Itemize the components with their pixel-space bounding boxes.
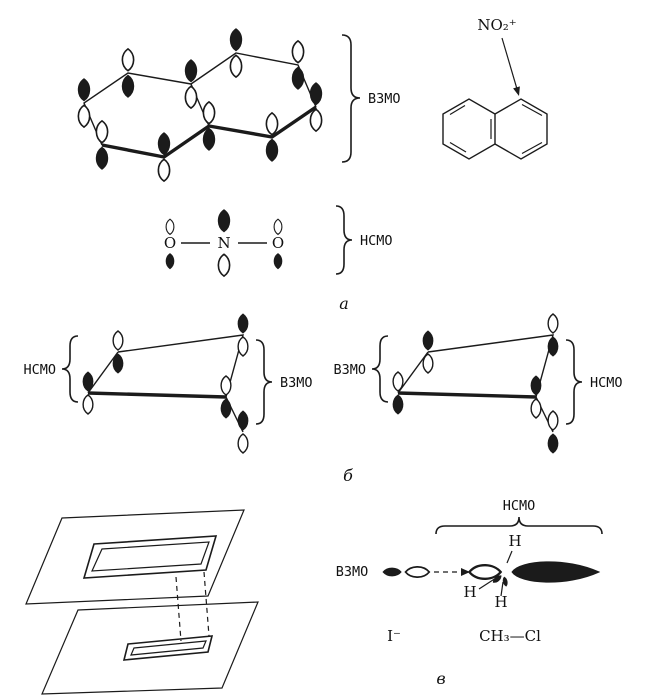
panel-a-caption: а [339,294,349,313]
c-h-bond [506,550,513,564]
left-brace [61,335,79,403]
lumo-overbrace [435,516,603,535]
lower-plane-bar-inner [130,640,207,656]
naphthalene-homo-skeleton [83,52,317,159]
sigma-star-lobe [511,561,601,583]
sn2-orbital-scheme: НСМО ВЗМО H H H I⁻ CH₃—Cl [336,498,603,645]
stacked-planes [25,509,259,695]
p-orbital-lobe [217,253,231,277]
right-brace [565,339,583,425]
homo-brace-label: ВЗМО [368,91,401,107]
double-bond [449,141,467,153]
orbital-lobe [382,567,402,577]
upper-plane [25,509,245,605]
panel-b-caption: б [343,466,353,485]
substrate-formula-label: CH₃—Cl [479,627,541,645]
homo-orbital-label: ВЗМО [336,564,369,580]
upper-plane-loop-inner [91,541,210,572]
left-brace [371,335,389,403]
p-orbital-lobe [217,209,231,233]
left-brace-label: НСМО [23,362,56,378]
nitronium-formula-label: NO₂⁺ [477,16,516,34]
projection-dashed-line [203,571,210,637]
double-bond [449,104,466,116]
orbital-lobe [404,565,431,579]
methyl-chloride-lumo-orbital: H H H [463,532,601,611]
lower-plane [41,601,259,695]
nitration-scheme: NO₂⁺ [442,16,548,160]
panel-b: НСМО ВЗМО ВЗМО НСМО б [23,314,623,485]
lumo-overbrace-label: НСМО [503,498,536,514]
hydrogen-label: H [463,583,476,601]
hydrogen-label: H [494,593,507,611]
double-bond [521,103,543,117]
nitronium-lumo: O N O [164,209,284,277]
hydrogen-label: H [508,532,521,550]
projection-dashed-line [175,576,182,642]
cycloaddition-diagram-right: ВЗМО НСМО [333,314,623,453]
atom-label-o-right: O [272,234,284,252]
panel-v: НСМО ВЗМО H H H I⁻ CH₃—Cl [25,498,603,695]
p-orbital-lobe [165,253,175,270]
homo-brace [341,34,361,163]
c-h-bond [478,577,497,590]
iodide-homo-orbital [382,565,431,579]
atom-label-n: N [217,234,230,252]
right-brace-label: ВЗМО [280,375,313,391]
p-orbital-lobe [165,218,175,235]
c-h-bond [500,581,504,597]
lumo-brace [335,205,353,275]
panel-v-caption: в [436,669,445,688]
atom-label-o-left: O [164,234,176,252]
attack-arrow [501,37,518,89]
left-brace-label: ВЗМО [333,362,366,378]
lumo-brace-label: НСМО [360,233,393,249]
p-orbital-lobe [273,218,283,235]
attack-dashed-arrow-head [461,568,470,576]
p-orbital-lobe [273,253,283,270]
panel-a: ВЗМО O N O НСМО NO₂⁺ [78,16,548,313]
upper-plane-loop-outer [82,535,218,579]
double-bond [521,141,543,155]
lower-plane-bar-outer [122,635,214,661]
right-brace-label: НСМО [590,375,623,391]
right-brace [255,339,273,425]
cycloaddition-diagram-left: НСМО ВЗМО [23,314,313,453]
iodide-formula-label: I⁻ [387,627,401,645]
naphthalene-structure [442,98,548,160]
attack-arrow-head [513,86,520,96]
